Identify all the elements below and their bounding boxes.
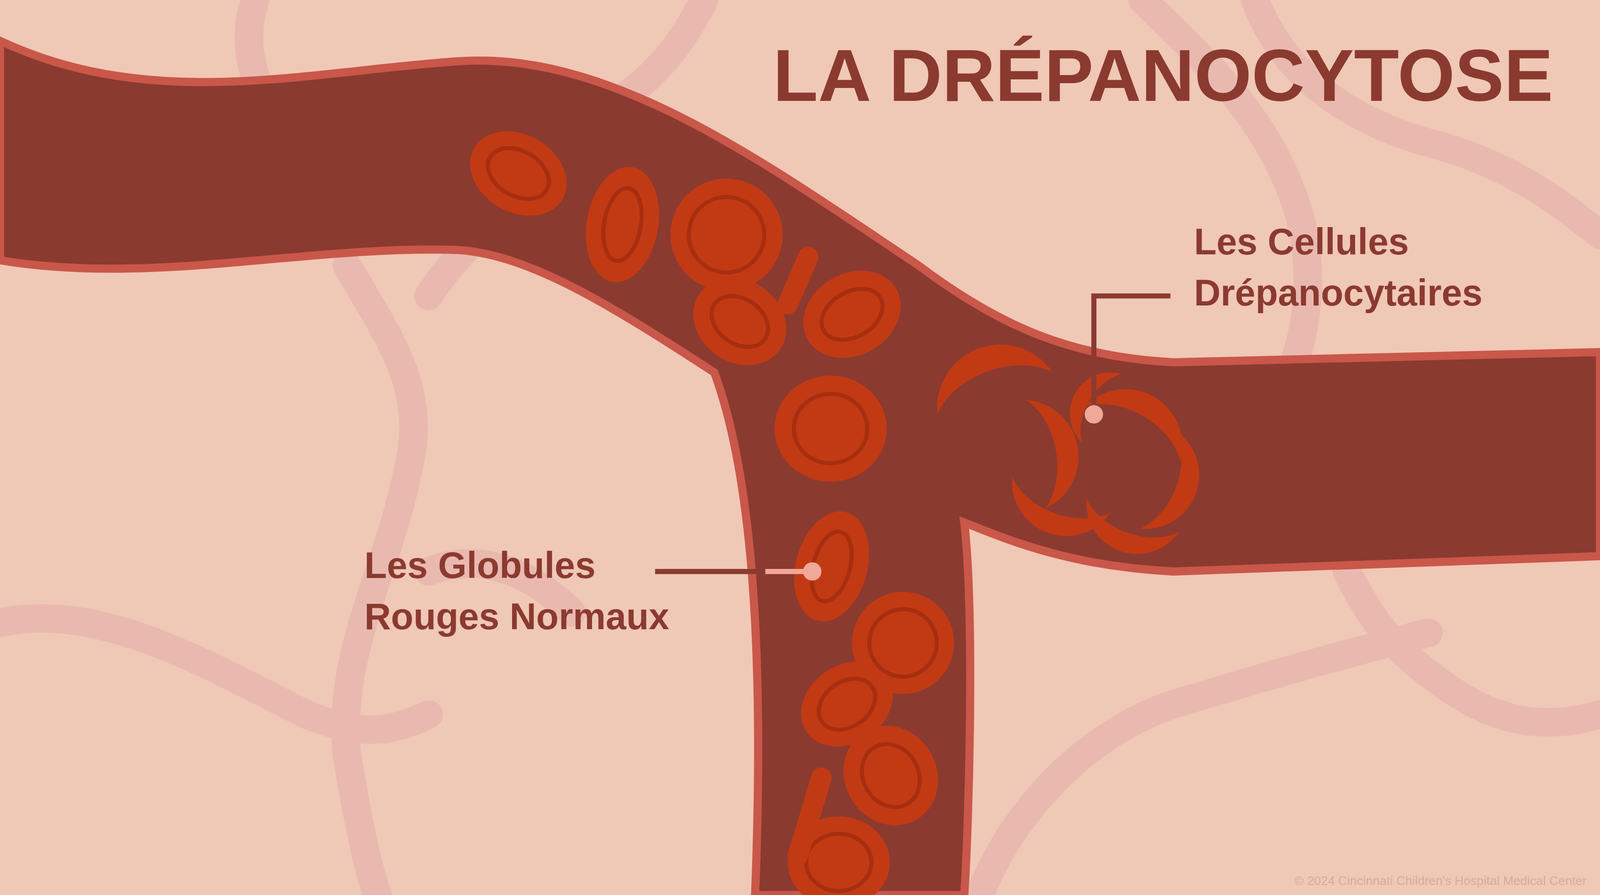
callout-label: Les Globules Rouges Normaux (364, 539, 728, 643)
normal-red-cells (454, 114, 956, 895)
sickle-cells (920, 327, 1214, 568)
blood-vessel (0, 40, 1600, 895)
callout-label: Les Cellules Drépanocytaires (1194, 216, 1568, 319)
leader-lines (655, 295, 1171, 581)
copyright-watermark: © 2024 Cincinnati Children's Hospital Me… (1294, 873, 1587, 889)
diagram-title: LA DRÉPANOCYTOSE (773, 37, 1554, 114)
